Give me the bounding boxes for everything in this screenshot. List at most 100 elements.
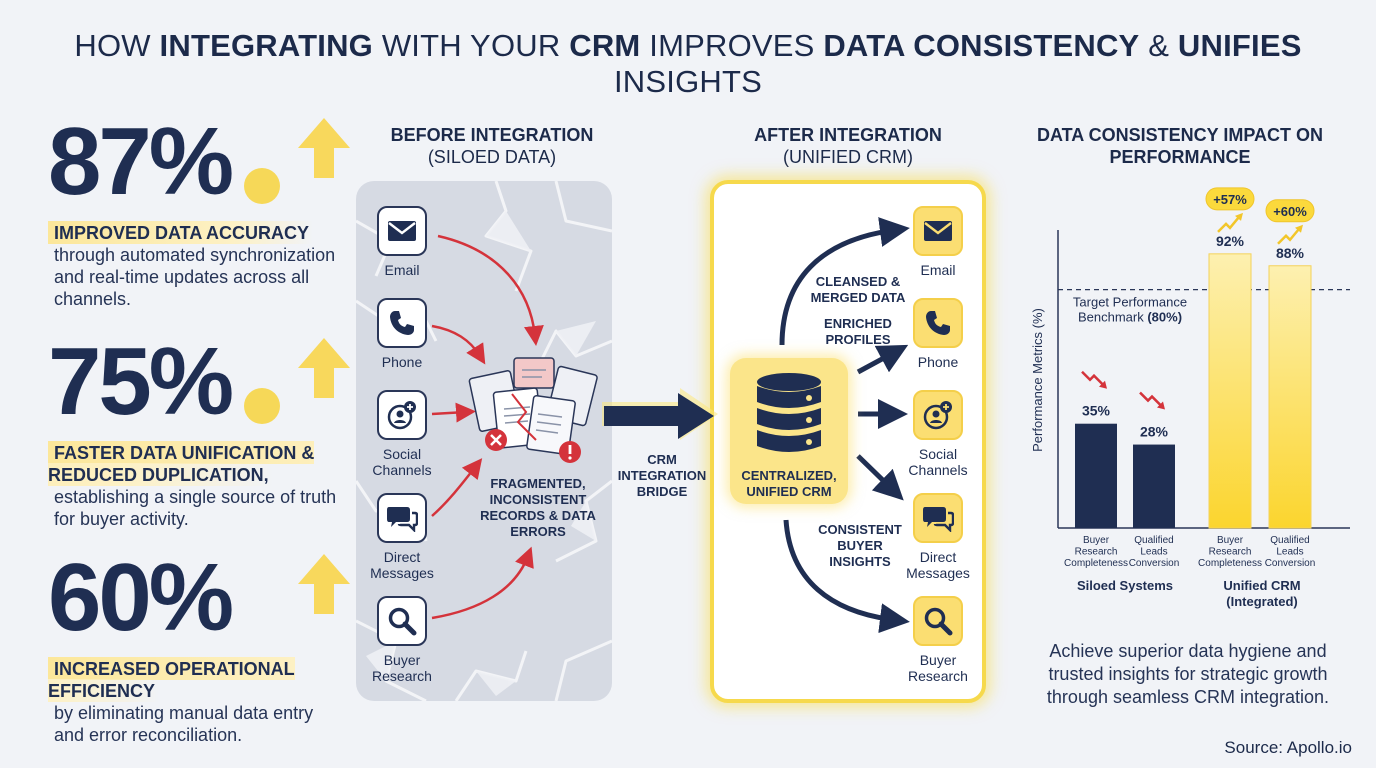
source-label: Phone: [381, 354, 423, 370]
category-tick-label: Buyer: [1083, 535, 1110, 546]
target-label: Social Channels: [908, 446, 968, 478]
before-source-phone: Phone: [357, 298, 447, 370]
trend-up-arrowhead: [1295, 224, 1303, 233]
category-tick-label: Leads: [1276, 547, 1303, 558]
stat-percent: %: [148, 544, 234, 651]
before-source-social: Social Channels: [357, 390, 447, 478]
after-target-social: Social Channels: [893, 390, 983, 478]
stat-unification: 75% FASTER DATA UNIFICATION & REDUCED DU…: [48, 334, 350, 530]
stat-number: 87%: [48, 114, 350, 210]
benchmark-label-line2: Benchmark (80%): [1078, 310, 1182, 325]
bridge-arrow-icon: [602, 388, 718, 440]
after-heading: AFTER INTEGRATION (UNIFIED CRM): [726, 124, 970, 168]
category-tick-label: Qualified: [1134, 535, 1173, 546]
stat-number: 75%: [48, 334, 350, 430]
trend-down-arrowhead: [1099, 380, 1107, 389]
stat-description: establishing a single source of truth fo…: [54, 487, 337, 529]
trend-down-icon: [1081, 370, 1105, 387]
before-title: BEFORE INTEGRATION: [390, 125, 594, 145]
group-label-sub: (Integrated): [1226, 594, 1298, 609]
source-label: Email: [384, 262, 420, 278]
delta-badge: [1205, 187, 1255, 211]
after-target-email: Email: [893, 206, 983, 278]
delta-badge: [1265, 199, 1315, 223]
category-tick-label: Leads: [1140, 547, 1167, 558]
stat-heading: INCREASED OPERATIONAL EFFICIENCY: [48, 657, 295, 702]
bar-value-label: 35%: [1082, 403, 1111, 419]
before-source-research: Buyer Research: [357, 596, 447, 684]
delta-badge-label: +57%: [1213, 192, 1247, 207]
magnifier-icon: [913, 596, 963, 646]
title-part: UNIFIES: [1177, 28, 1302, 63]
category-tick-label: Completeness: [1198, 558, 1262, 569]
stat-efficiency: 60% INCREASED OPERATIONAL EFFICIENCY by …: [48, 550, 350, 746]
trend-down-arrowhead: [1157, 401, 1165, 410]
chart-bar: [1208, 253, 1252, 529]
magnifier-icon: [377, 596, 427, 646]
category-tick-label: Conversion: [1129, 558, 1180, 569]
stat-number: 60%: [48, 550, 350, 646]
stat-value: 87: [48, 108, 152, 215]
after-title: AFTER INTEGRATION: [754, 125, 942, 145]
source-label: Buyer Research: [372, 652, 432, 684]
envelope-icon: [377, 206, 427, 256]
target-label: Email: [920, 262, 956, 278]
social-icon: [377, 390, 427, 440]
arrow-up-icon: [298, 554, 350, 614]
crm-center-label: CENTRALIZED, UNIFIED CRM: [741, 468, 837, 499]
title-part: IMPROVES: [640, 28, 824, 63]
crm-database: CENTRALIZED, UNIFIED CRM: [730, 358, 848, 504]
category-tick-label: Completeness: [1064, 558, 1128, 569]
after-target-messages: Direct Messages: [893, 493, 983, 581]
category-tick-label: Conversion: [1265, 558, 1316, 569]
stat-description: by eliminating manual data entry and err…: [54, 703, 314, 745]
group-label: Siloed Systems: [1077, 578, 1173, 593]
envelope-icon: [913, 206, 963, 256]
target-label: Buyer Research: [908, 652, 968, 684]
title-part: INTEGRATING: [159, 28, 373, 63]
database-icon: [757, 373, 821, 452]
title-part: DATA CONSISTENCY: [823, 28, 1140, 63]
category-tick-label: Qualified: [1270, 535, 1309, 546]
category-tick-label: Research: [1075, 547, 1118, 558]
chart-bar: [1268, 265, 1312, 529]
stat-accuracy: 87% IMPROVED DATA ACCURACY through autom…: [48, 114, 350, 310]
y-axis-label: Performance Metrics (%): [1030, 308, 1045, 452]
phone-icon: [377, 298, 427, 348]
category-tick-label: Buyer: [1217, 535, 1244, 546]
bridge-label: CRM INTEGRATION BRIDGE: [617, 452, 707, 499]
closing-statement: Achieve superior data hygiene and truste…: [1046, 641, 1330, 707]
chat-bubbles-icon: [913, 493, 963, 543]
flow-label-cleansed: CLEANSED & MERGED DATA: [810, 274, 906, 305]
fragmented-documents-icon: [468, 357, 598, 463]
trend-up-icon: [1277, 226, 1301, 245]
stat-description: through automated synchronization and re…: [54, 245, 336, 309]
benchmark-label-line1: Target Performance: [1073, 295, 1187, 310]
before-heading: BEFORE INTEGRATION (SILOED DATA): [370, 124, 614, 168]
title-part: WITH YOUR: [373, 28, 570, 63]
after-target-phone: Phone: [893, 298, 983, 370]
bar-value-label: 88%: [1276, 245, 1305, 261]
source-label: Direct Messages: [370, 549, 434, 581]
stat-percent: %: [148, 108, 234, 215]
title-part: &: [1139, 28, 1178, 63]
before-caption: FRAGMENTED, INCONSISTENT RECORDS & DATA …: [480, 476, 596, 539]
performance-bar-chart: Performance Metrics (%) Target Performanc…: [1030, 187, 1350, 609]
highlight-dot-icon: [244, 168, 280, 204]
bar-value-label: 92%: [1216, 233, 1245, 249]
trend-up-icon: [1217, 215, 1241, 233]
before-subtitle: (SILOED DATA): [427, 147, 557, 167]
source-credit: Source: Apollo.io: [1224, 738, 1352, 757]
social-icon: [913, 390, 963, 440]
arrow-up-icon: [298, 338, 350, 398]
trend-up-arrowhead: [1235, 212, 1243, 221]
after-subtitle: (UNIFIED CRM): [783, 147, 913, 167]
phone-icon: [913, 298, 963, 348]
chart-bar: [1133, 444, 1175, 528]
bar-value-label: 28%: [1140, 424, 1169, 440]
arrow-up-icon: [298, 118, 350, 178]
flow-label-enriched: ENRICHED PROFILES: [824, 316, 892, 347]
target-label: Phone: [917, 354, 959, 370]
title-part: HOW: [74, 28, 160, 63]
stat-value: 60: [48, 544, 152, 651]
